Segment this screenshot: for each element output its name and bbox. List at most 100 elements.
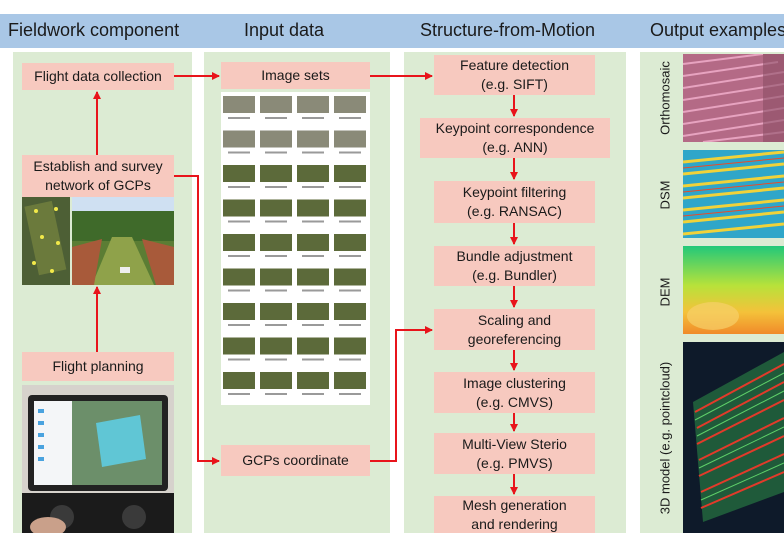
thumbnail-caption bbox=[339, 289, 361, 292]
thumbnail-caption bbox=[265, 289, 287, 292]
thumbnail-caption bbox=[228, 393, 250, 395]
image-thumbnail bbox=[334, 268, 366, 286]
sfm-step-image-clustering: Image clustering(e.g. CMVS) bbox=[434, 372, 595, 413]
thumbnail-caption bbox=[302, 289, 324, 292]
thumbnail-caption bbox=[339, 220, 361, 223]
image-thumbnail bbox=[334, 130, 366, 148]
dem-image bbox=[683, 246, 784, 334]
image-thumbnail bbox=[260, 165, 292, 182]
image-thumbnail bbox=[223, 165, 255, 182]
image-thumbnail bbox=[223, 268, 255, 286]
image-thumbnail bbox=[223, 234, 255, 251]
gcp-field-photo bbox=[72, 197, 174, 285]
thumbnail-caption bbox=[339, 151, 361, 154]
image-thumbnail bbox=[223, 372, 255, 389]
thumbnail-caption bbox=[265, 186, 287, 188]
image-thumbnail bbox=[334, 234, 366, 251]
image-thumbnail bbox=[223, 96, 255, 113]
image-thumbnail bbox=[260, 234, 292, 251]
gcps-coordinate-box: GCPs coordinate bbox=[221, 445, 370, 476]
thumbnail-caption bbox=[228, 289, 250, 292]
thumbnail-caption bbox=[302, 324, 324, 326]
sfm-step-bundle-adjustment: Bundle adjustment(e.g. Bundler) bbox=[434, 246, 595, 286]
header-bar bbox=[0, 14, 784, 48]
establish-gcp-box: Establish and survey network of GCPs bbox=[22, 155, 174, 197]
image-thumbnail bbox=[260, 337, 292, 355]
flight-data-collection-box: Flight data collection bbox=[22, 63, 174, 90]
thumbnail-caption bbox=[265, 220, 287, 223]
image-thumbnail bbox=[260, 130, 292, 148]
gcp-aerial-photo bbox=[22, 197, 70, 285]
image-thumbnail bbox=[260, 372, 292, 389]
header-fieldwork: Fieldwork component bbox=[8, 20, 180, 40]
image-thumbnail bbox=[223, 303, 255, 320]
thumbnail-caption bbox=[228, 151, 250, 154]
3d-model-image bbox=[683, 342, 784, 533]
image-thumbnail bbox=[297, 165, 329, 182]
thumbnail-caption bbox=[228, 255, 250, 257]
arrow-gcp-to-coordinate bbox=[174, 175, 220, 465]
thumbnail-caption bbox=[228, 117, 250, 119]
thumbnail-caption bbox=[302, 220, 324, 223]
image-thumbnail bbox=[334, 165, 366, 182]
image-thumbnail bbox=[297, 199, 329, 217]
image-thumbnail bbox=[260, 268, 292, 286]
image-thumbnail bbox=[223, 199, 255, 217]
image-thumbnail bbox=[297, 234, 329, 251]
image-thumbnail bbox=[223, 337, 255, 355]
dsm-image bbox=[683, 150, 784, 238]
thumbnail-caption bbox=[302, 393, 324, 395]
orthomosaic-image bbox=[683, 54, 784, 142]
image-thumbnail bbox=[297, 96, 329, 113]
thumbnail-caption bbox=[339, 117, 361, 119]
thumbnail-caption bbox=[265, 151, 287, 154]
sfm-step-keypoint-correspondence: Keypoint correspondence(e.g. ANN) bbox=[420, 118, 610, 158]
sfm-step-keypoint-filtering: Keypoint filtering(e.g. RANSAC) bbox=[434, 181, 595, 223]
header-input-data: Input data bbox=[244, 20, 325, 40]
image-sets-box: Image sets bbox=[221, 62, 370, 89]
thumbnail-caption bbox=[302, 117, 324, 119]
flight-planning-box: Flight planning bbox=[22, 352, 174, 381]
image-thumbnail bbox=[260, 96, 292, 113]
thumbnail-caption bbox=[265, 393, 287, 395]
image-thumbnail bbox=[223, 130, 255, 148]
thumbnail-caption bbox=[302, 358, 324, 361]
sfm-step-multi-view-stereo: Multi-View Sterio(e.g. PMVS) bbox=[434, 433, 595, 474]
image-thumbnail bbox=[334, 303, 366, 320]
thumbnail-caption bbox=[302, 255, 324, 257]
thumbnail-caption bbox=[302, 151, 324, 154]
image-thumbnail bbox=[297, 130, 329, 148]
image-thumbnail bbox=[297, 372, 329, 389]
image-thumbnail bbox=[260, 303, 292, 320]
image-set-thumbnails bbox=[221, 92, 370, 405]
image-thumbnail bbox=[334, 372, 366, 389]
thumbnail-caption bbox=[265, 117, 287, 119]
thumbnail-caption bbox=[228, 220, 250, 223]
arrow-coordinate-to-scaling bbox=[370, 326, 433, 462]
image-thumbnail bbox=[297, 268, 329, 286]
header-output: Output examples bbox=[650, 20, 784, 40]
sfm-step-feature-detection: Feature detection(e.g. SIFT) bbox=[434, 55, 595, 95]
thumbnail-caption bbox=[339, 186, 361, 188]
header-sfm: Structure-from-Motion bbox=[420, 20, 596, 40]
image-thumbnail bbox=[297, 303, 329, 320]
thumbnail-caption bbox=[339, 393, 361, 395]
thumbnail-caption bbox=[265, 324, 287, 326]
flight-planning-photo bbox=[22, 385, 174, 533]
thumbnail-caption bbox=[339, 358, 361, 361]
image-thumbnail bbox=[260, 199, 292, 217]
thumbnail-caption bbox=[339, 255, 361, 257]
image-thumbnail bbox=[334, 199, 366, 217]
thumbnail-caption bbox=[265, 358, 287, 361]
thumbnail-caption bbox=[228, 324, 250, 326]
thumbnail-caption bbox=[265, 255, 287, 257]
image-thumbnail bbox=[334, 337, 366, 355]
image-thumbnail bbox=[297, 337, 329, 355]
thumbnail-caption bbox=[228, 358, 250, 361]
image-thumbnail bbox=[334, 96, 366, 113]
thumbnail-caption bbox=[228, 186, 250, 188]
thumbnail-caption bbox=[302, 186, 324, 188]
